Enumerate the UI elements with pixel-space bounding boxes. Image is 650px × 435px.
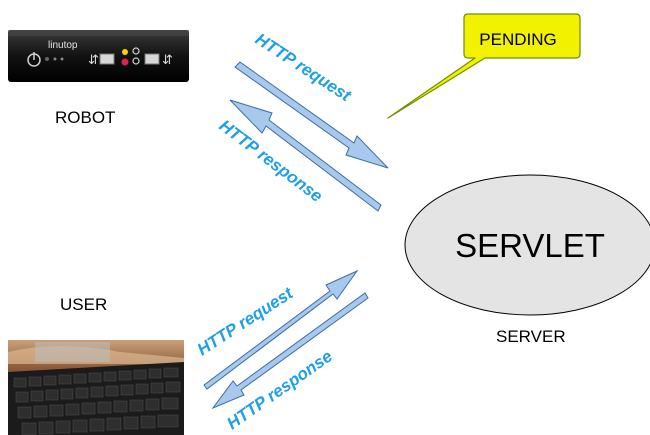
servlet-ellipse — [404, 174, 650, 316]
servlet-label: SERVLET — [455, 227, 605, 264]
user-request-arrow — [203, 269, 359, 390]
pending-label: PENDING — [479, 30, 556, 49]
robot-label: ROBOT — [55, 108, 115, 127]
power-icon — [27, 52, 41, 67]
headphone-icon — [132, 47, 140, 65]
audio-jack-red — [121, 58, 129, 66]
audio-jack-yellow — [122, 49, 128, 55]
usb-icon: ⇵ — [162, 53, 173, 68]
user-request-label: HTTP request — [194, 283, 298, 360]
robot-device-image: linutop ⇵ ⇵ — [8, 30, 189, 82]
robot-brand-logo: linutop — [48, 40, 78, 51]
robot-response-arrow — [229, 99, 382, 212]
svg-text:⇵: ⇵ — [162, 53, 173, 68]
robot-request-arrow — [234, 61, 389, 169]
server-label: SERVER — [496, 327, 566, 346]
usb-port-2 — [144, 53, 160, 65]
usb-port-1 — [99, 53, 115, 65]
pending-callout: PENDING — [387, 13, 581, 119]
svg-text:⇵: ⇵ — [88, 53, 99, 68]
user-label: USER — [60, 295, 107, 314]
user-keyboard-image — [8, 340, 184, 435]
robot-request-label: HTTP request — [252, 29, 356, 106]
user-response-arrow — [211, 292, 369, 410]
usb-icon: ⇵ — [88, 53, 99, 68]
